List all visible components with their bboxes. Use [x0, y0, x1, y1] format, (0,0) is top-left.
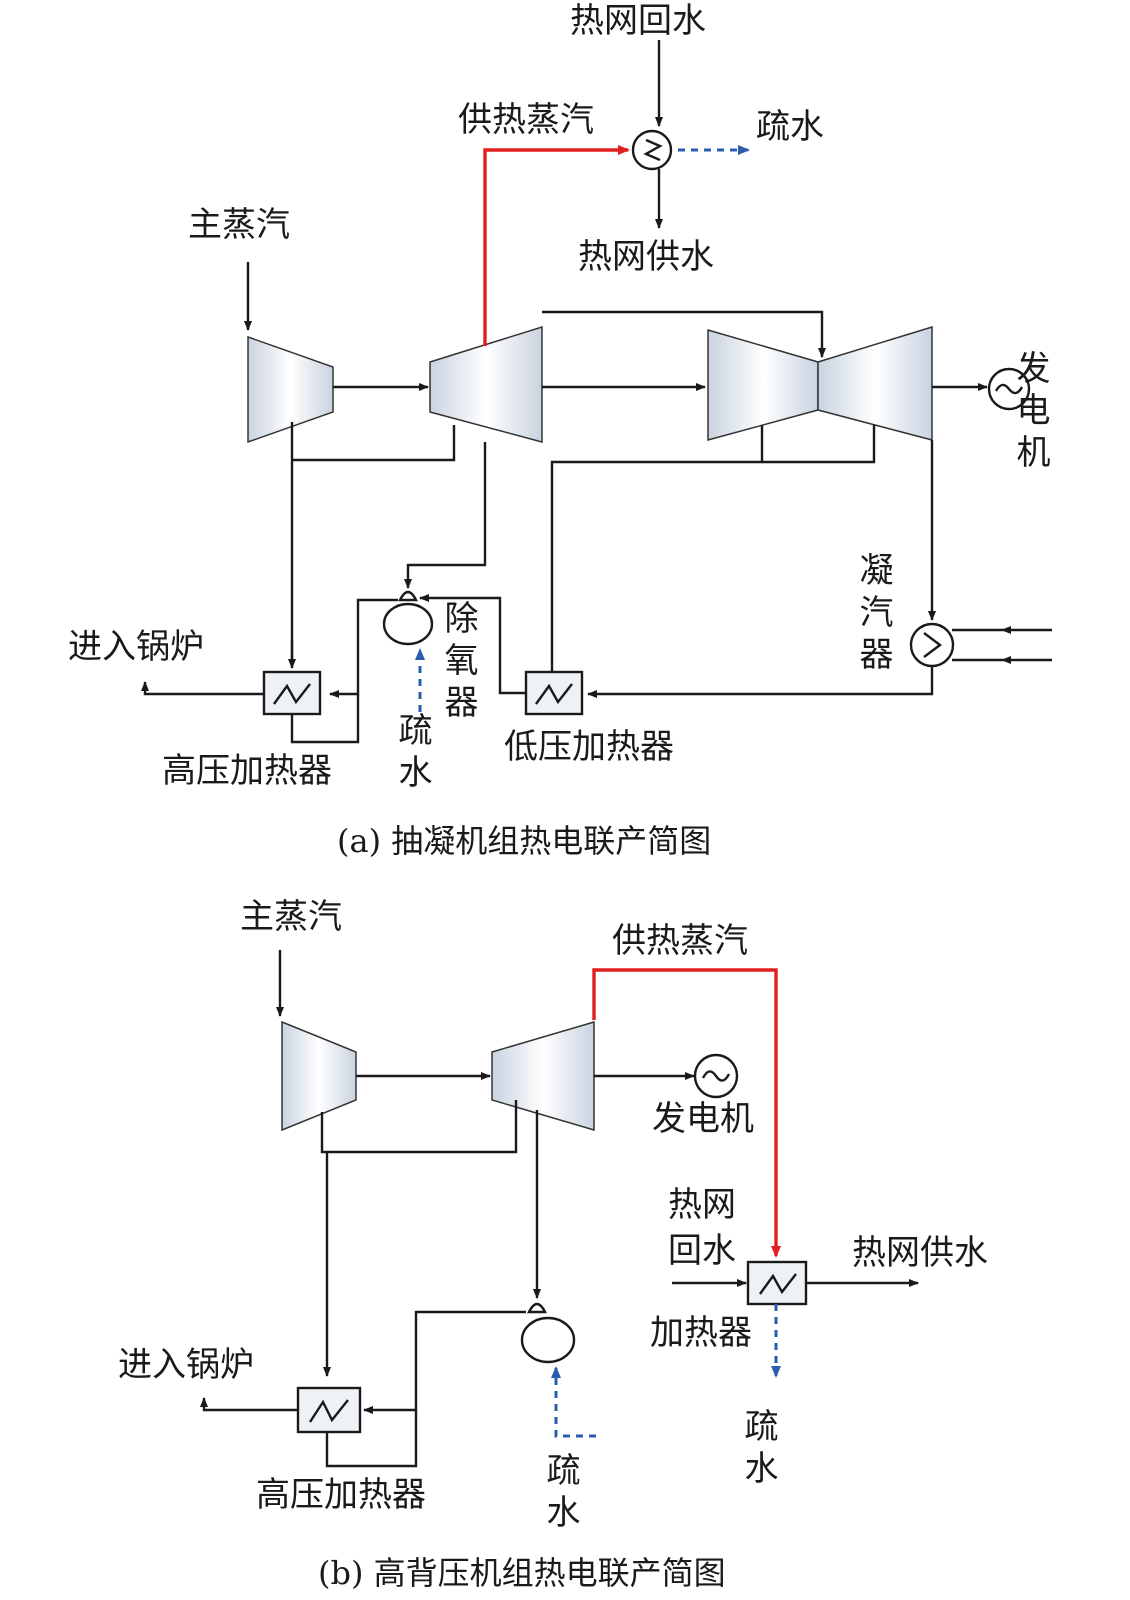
caption-a: (a) 抽凝机组热电联产简图	[337, 822, 711, 860]
to-boiler-line-a	[141, 681, 264, 696]
label-heating-steam-b: 供热蒸汽	[612, 921, 748, 961]
label-heat-net-supply-b: 热网供水	[852, 1233, 988, 1273]
condenser-coil-icon-a	[923, 632, 942, 658]
to-boiler-line-b	[200, 1397, 298, 1412]
crossover-line-a	[542, 310, 826, 358]
label-heating-steam-a: 供热蒸汽	[458, 100, 594, 140]
lp-to-deaerator-line-a	[419, 594, 526, 695]
label-heat-net-return-b-line2: 回水	[668, 1231, 736, 1271]
label-heat-net-return-b-line1: 热网	[668, 1185, 736, 1225]
lp-extraction-line-a	[548, 425, 764, 683]
label-heater-b: 加热器	[650, 1313, 752, 1353]
hp-heater-coil-icon-a	[273, 683, 311, 705]
backpressure-turbine-b	[491, 1020, 595, 1132]
ip-to-deaerator-line-a	[404, 442, 487, 589]
label-hp-heater-a: 高压加热器	[162, 751, 332, 791]
label-to-boiler-b: 进入锅炉	[118, 1345, 254, 1385]
ip-extraction-line-a	[292, 425, 456, 462]
extraction-line-b	[320, 1100, 518, 1154]
generator-icon-b	[693, 1053, 739, 1099]
sine-icon-b	[701, 1070, 731, 1082]
drain-line-deaerator-b	[551, 1366, 596, 1438]
condensate-line-a	[587, 666, 934, 698]
lp-turbine-right-a	[817, 325, 933, 441]
deaerator-icon-b	[520, 1316, 576, 1364]
label-heat-net-supply-a: 热网供水	[578, 237, 714, 277]
condenser-icon-a	[909, 622, 955, 668]
hp-turbine-a	[247, 335, 334, 444]
caption-b: (b) 高背压机组热电联产简图	[318, 1554, 726, 1592]
feedwater-line-b	[363, 1310, 526, 1414]
lp-extraction-line2-a	[762, 425, 876, 464]
heating-steam-line-a	[483, 145, 630, 346]
label-main-steam-a: 主蒸汽	[188, 205, 290, 245]
heater-coil-icon-b	[759, 1273, 797, 1295]
label-generator-a: 发电机	[1010, 350, 1050, 476]
hp-turbine-b	[281, 1020, 357, 1132]
label-drain-heater-b: 疏水	[738, 1408, 778, 1492]
diagram-a: 热网回水 供热蒸汽 疏水 热网供水 主蒸汽 发电机 凝汽器 除氧器 疏水 进入锅…	[68, 1, 1052, 860]
label-drain-deaerator-b: 疏水	[540, 1452, 580, 1536]
label-heat-net-return-a: 热网回水	[570, 1, 706, 41]
heating-steam-line-b	[592, 968, 781, 1258]
label-main-steam-b: 主蒸汽	[240, 897, 342, 937]
deaerator-head-icon-a	[398, 590, 418, 602]
deaerator-head-icon-b	[527, 1302, 547, 1314]
label-generator-b: 发电机	[652, 1099, 754, 1139]
label-to-boiler-a: 进入锅炉	[68, 627, 204, 667]
ip-turbine-a	[429, 325, 543, 443]
sine-icon-a	[994, 383, 1024, 395]
diagram-b: 主蒸汽 供热蒸汽 发电机 热网 回水 热网供水 加热器 疏水 进入锅炉 高压加热…	[118, 897, 988, 1592]
lp-turbine-left-a	[707, 329, 819, 441]
deaerator-icon-a	[382, 602, 434, 646]
lp-heater-coil-icon-a	[535, 683, 573, 705]
hp-heater-coil-icon-b	[308, 1399, 349, 1423]
label-condenser-a: 凝汽器	[853, 552, 893, 678]
label-lp-heater-a: 低压加热器	[504, 727, 674, 767]
feedwater-line-a	[329, 598, 398, 698]
exchanger-coil-icon-a	[643, 138, 663, 162]
label-hp-heater-b: 高压加热器	[256, 1475, 426, 1515]
generator-icon-a	[987, 367, 1031, 411]
label-drain-deaerator-a: 疏水	[392, 712, 432, 796]
hp-heater-drain-line-b	[325, 1410, 418, 1468]
heat-exchanger-icon-a	[631, 129, 673, 171]
hp-heater-drain-line-a	[290, 694, 360, 744]
label-drain-top-a: 疏水	[756, 107, 824, 147]
hp-heater-icon-b	[296, 1386, 362, 1434]
label-deaerator-a: 除氧器	[438, 600, 478, 726]
